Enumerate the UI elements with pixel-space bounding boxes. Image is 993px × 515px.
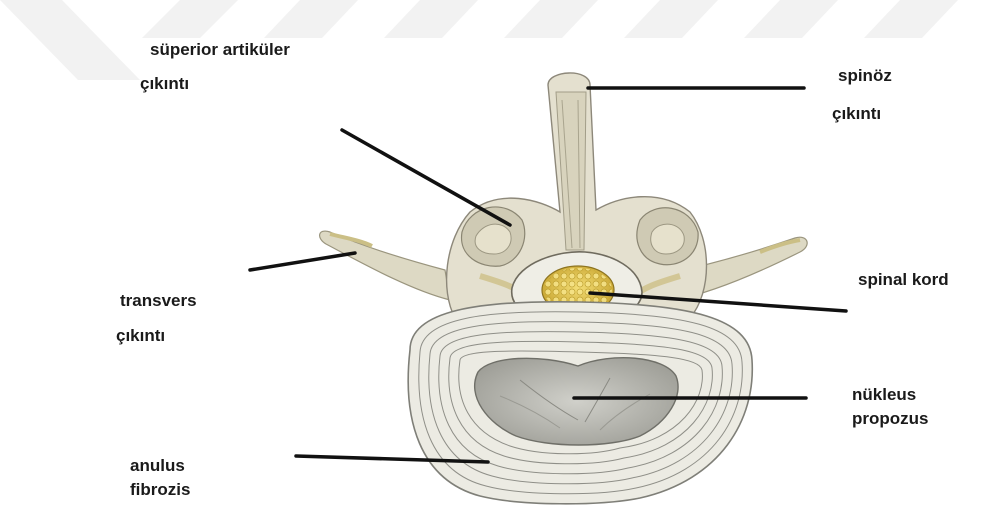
label-spinal-kord: spinal kord [858,270,949,290]
label-spinoz-line2: çıkıntı [832,104,881,124]
label-anulus: anulus [130,456,185,476]
watermark-stripes [0,0,958,80]
leader-line-superior [342,130,510,225]
label-superior-articular-line2: çıkıntı [140,74,189,94]
label-spinoz: spinöz [838,66,892,86]
leader-line-transvers [250,253,355,270]
label-anulus-line2: fibrozis [130,480,190,500]
label-transvers: transvers [120,291,197,311]
label-nukleus-line2: propozus [852,409,929,429]
label-superior-articular: süperior artiküler [150,40,290,60]
label-transvers-line2: çıkıntı [116,326,165,346]
label-nukleus: nükleus [852,385,916,405]
